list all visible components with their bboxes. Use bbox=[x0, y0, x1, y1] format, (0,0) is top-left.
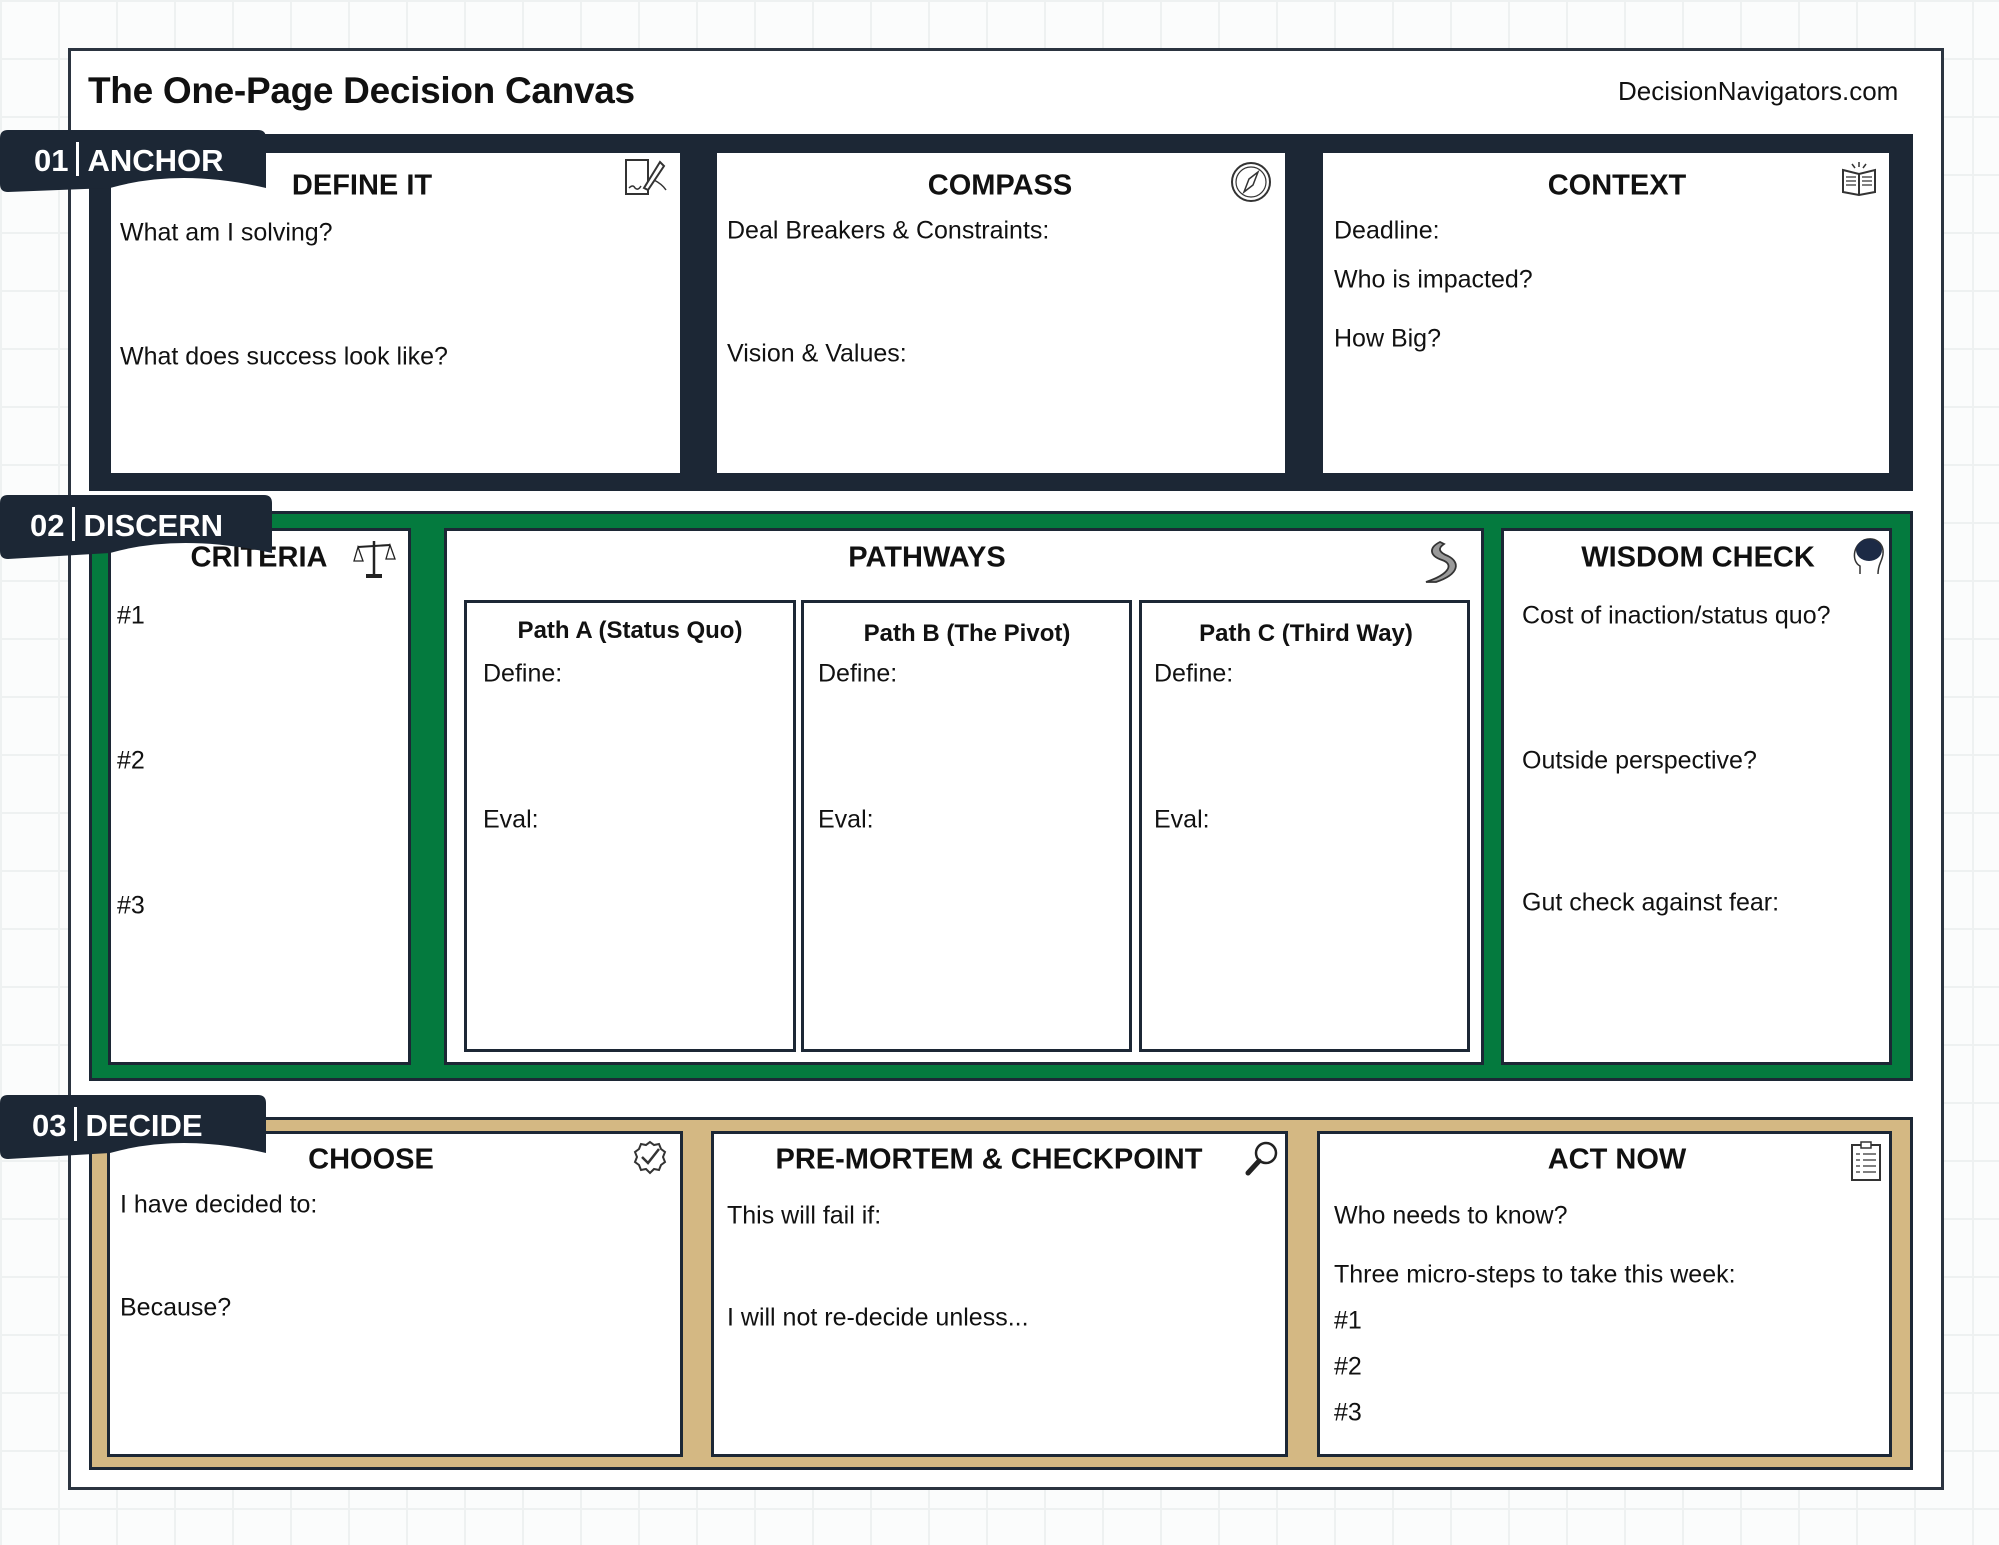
context-q1: Deadline: bbox=[1334, 216, 1440, 245]
choose-q2: Because? bbox=[120, 1293, 232, 1322]
verified-check-icon bbox=[633, 1140, 667, 1175]
act-now-card bbox=[1317, 1131, 1892, 1457]
head-brain-icon bbox=[1853, 538, 1884, 575]
path-a-box bbox=[464, 600, 796, 1052]
section-badge-discern: 02 DISCERN bbox=[0, 495, 274, 559]
path-c-box bbox=[1139, 600, 1470, 1052]
premortem-q1: This will fail if: bbox=[727, 1201, 882, 1230]
act-now-item-2: #2 bbox=[1334, 1352, 1362, 1381]
path-c-eval: Eval: bbox=[1154, 805, 1210, 834]
magnifier-icon bbox=[1245, 1141, 1278, 1176]
act-now-q1: Who needs to know? bbox=[1334, 1201, 1568, 1230]
criteria-card bbox=[108, 528, 411, 1065]
context-q2: Who is impacted? bbox=[1334, 265, 1533, 294]
define-q1: What am I solving? bbox=[120, 218, 333, 247]
clipboard-checklist-icon bbox=[1851, 1141, 1881, 1181]
criteria-item-1: #1 bbox=[117, 601, 145, 630]
path-c-title: Path C (Third Way) bbox=[1199, 620, 1413, 647]
criteria-item-2: #2 bbox=[117, 746, 145, 775]
winding-road-icon bbox=[1425, 540, 1457, 583]
path-a-eval: Eval: bbox=[483, 805, 539, 834]
path-a-define: Define: bbox=[483, 659, 563, 688]
define-q2: What does success look like? bbox=[120, 342, 448, 371]
wisdom-q1: Cost of inaction/status quo? bbox=[1522, 601, 1831, 630]
signing-pen-icon bbox=[625, 159, 667, 195]
compass-title: COMPASS bbox=[927, 169, 1073, 202]
compass-q2: Vision & Values: bbox=[727, 339, 907, 368]
path-b-eval: Eval: bbox=[818, 805, 874, 834]
badge-name: DISCERN bbox=[83, 508, 223, 543]
compass-card bbox=[714, 150, 1288, 476]
wisdom-check-card bbox=[1501, 528, 1892, 1065]
act-now-item-1: #1 bbox=[1334, 1306, 1362, 1335]
path-b-title: Path B (The Pivot) bbox=[863, 620, 1071, 647]
pathways-title: PATHWAYS bbox=[848, 541, 1006, 574]
site-url: DecisionNavigators.com bbox=[1618, 76, 1899, 106]
choose-card bbox=[107, 1131, 683, 1457]
act-now-title: ACT NOW bbox=[1547, 1143, 1687, 1176]
act-now-item-3: #3 bbox=[1334, 1398, 1362, 1427]
badge-name: ANCHOR bbox=[87, 143, 224, 178]
define-it-title: DEFINE IT bbox=[291, 169, 433, 202]
wisdom-q3: Gut check against fear: bbox=[1522, 888, 1780, 917]
premortem-q2: I will not re-decide unless... bbox=[727, 1303, 1029, 1332]
act-now-q2: Three micro-steps to take this week: bbox=[1334, 1260, 1736, 1289]
badge-number: 02 bbox=[30, 508, 65, 543]
context-title: CONTEXT bbox=[1547, 169, 1687, 202]
define-it-card bbox=[108, 150, 683, 476]
scales-icon bbox=[353, 541, 396, 578]
choose-q1: I have decided to: bbox=[120, 1190, 318, 1219]
path-b-box bbox=[801, 600, 1132, 1052]
premortem-title: PRE-MORTEM & CHECKPOINT bbox=[775, 1143, 1203, 1176]
premortem-card bbox=[711, 1131, 1288, 1457]
path-b-define: Define: bbox=[818, 659, 898, 688]
section-badge-anchor: 01 ANCHOR bbox=[0, 130, 268, 192]
criteria-item-3: #3 bbox=[117, 891, 145, 920]
path-c-define: Define: bbox=[1154, 659, 1234, 688]
open-book-icon bbox=[1842, 162, 1876, 196]
wisdom-q2: Outside perspective? bbox=[1522, 746, 1757, 775]
path-a-title: Path A (Status Quo) bbox=[517, 617, 743, 644]
compass-icon bbox=[1231, 162, 1271, 202]
badge-name: DECIDE bbox=[85, 1108, 203, 1143]
context-q3: How Big? bbox=[1334, 324, 1441, 353]
choose-title: CHOOSE bbox=[308, 1143, 434, 1176]
section-badge-decide: 03 DECIDE bbox=[0, 1095, 268, 1159]
badge-number: 03 bbox=[32, 1108, 67, 1143]
wisdom-check-title: WISDOM CHECK bbox=[1581, 541, 1815, 574]
badge-number: 01 bbox=[34, 143, 69, 178]
compass-q1: Deal Breakers & Constraints: bbox=[727, 216, 1050, 245]
page-title: The One-Page Decision Canvas bbox=[88, 70, 635, 111]
context-card bbox=[1320, 150, 1892, 476]
